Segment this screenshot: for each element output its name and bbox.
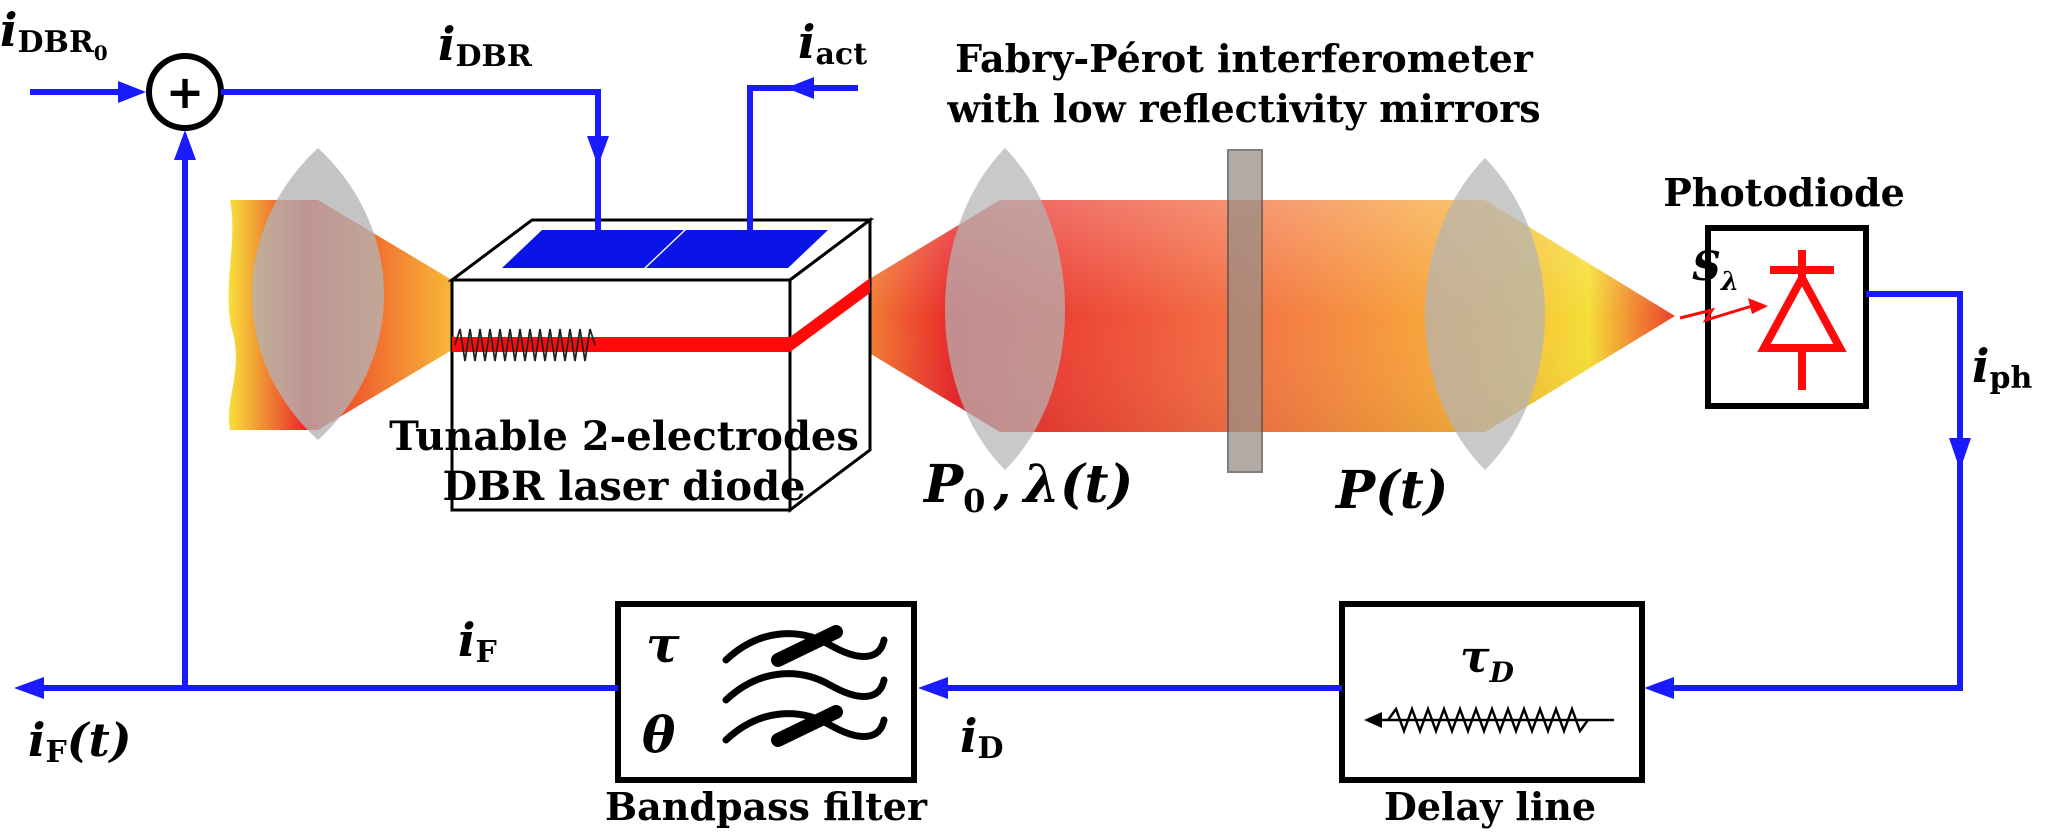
left-lens: [252, 148, 384, 440]
delay-line-param: τD: [1460, 632, 1515, 689]
label-p-t: P(t): [1334, 460, 1448, 521]
filter-param-theta: θ: [642, 705, 676, 764]
photodiode-label: Photodiode: [1663, 170, 1905, 215]
fabry-perot-etalon: [1227, 149, 1263, 473]
dbr-grating: [454, 328, 596, 362]
label-i-ph: iph: [1972, 339, 2032, 396]
summing-junction-symbol: +: [166, 65, 205, 119]
label-i-act: iact: [798, 15, 867, 72]
active-electrode: [646, 230, 828, 268]
laser-label-line2: DBR laser diode: [442, 463, 805, 510]
delay-line-label: Delay line: [1384, 784, 1596, 829]
label-i-d: iD: [960, 709, 1004, 766]
photodiode-sensitivity: Sλ: [1692, 243, 1739, 297]
dbr-electrode: [502, 230, 684, 268]
collimating-lens: [945, 148, 1065, 470]
incident-light-arrow-icon: [1679, 298, 1768, 323]
interferometer-label-line2: with low reflectivity mirrors: [946, 86, 1540, 131]
delay-wave-icon: [1364, 705, 1614, 735]
label-i-dbr: iDBR: [438, 17, 533, 74]
laser-label-line1: Tunable 2-electrodes: [389, 413, 859, 460]
filter-param-tau: τ: [646, 615, 680, 674]
interferometer-label-line1: Fabry-Pérot interferometer: [955, 36, 1534, 81]
delay-line-box: [1339, 601, 1645, 783]
signal-wires: [14, 77, 1971, 699]
label-i-f-t: iF(t): [28, 713, 132, 770]
bandpass-filter-icon: [722, 625, 888, 747]
bandpass-filter-label: Bandpass filter: [605, 784, 928, 829]
label-p0-lambda: P0,λ(t): [922, 454, 1133, 520]
photodiode-symbol: [1757, 250, 1847, 390]
label-i-f: iF: [458, 613, 497, 670]
label-i-dbr0: iDBR0: [0, 3, 108, 65]
laser-diode-block: [447, 217, 875, 513]
focusing-lens: [1425, 158, 1545, 470]
